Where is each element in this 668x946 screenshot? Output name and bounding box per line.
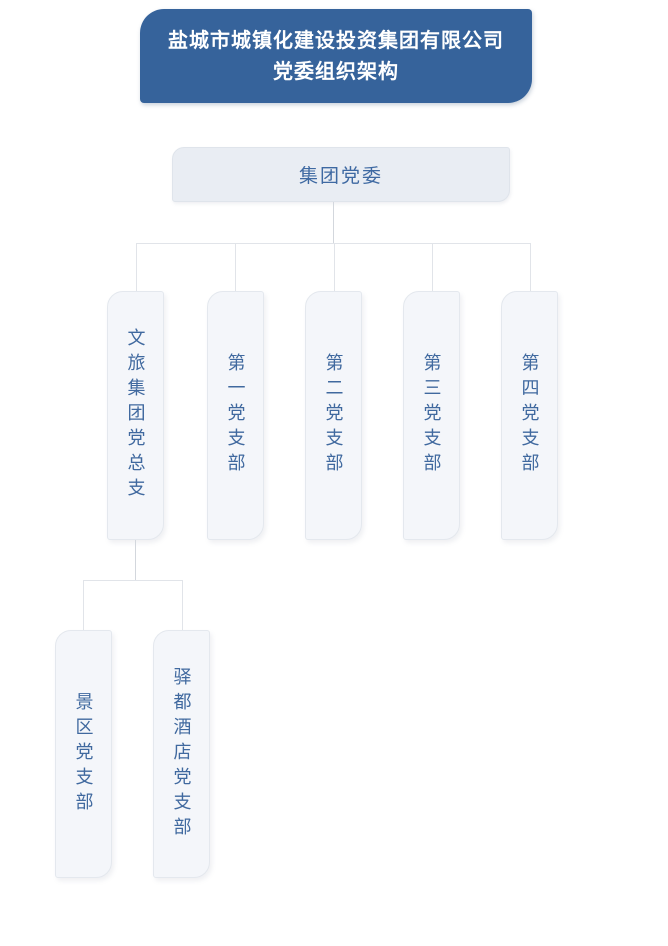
- connector-wenlv-stem: [135, 540, 136, 580]
- org-node-label: 文旅集团党总支: [125, 328, 146, 503]
- org-node-yidu-hotel: 驿都酒店党支部: [153, 630, 210, 878]
- connector-drop-6: [83, 580, 84, 630]
- org-node-label: 第三党支部: [421, 353, 442, 478]
- connector-root-stem: [333, 202, 334, 243]
- connector-level2-hline: [136, 243, 530, 244]
- org-node-branch-2: 第二党支部: [305, 291, 362, 540]
- org-node-label: 景区党支部: [73, 691, 94, 817]
- org-node-root-label: 集团党委: [298, 166, 383, 187]
- chart-title-line1: 盐城市城镇化建设投资集团有限公司: [168, 29, 504, 52]
- connector-drop-7: [182, 580, 183, 630]
- org-node-label: 第二党支部: [323, 353, 344, 478]
- chart-title-banner: 盐城市城镇化建设投资集团有限公司 党委组织架构: [140, 9, 532, 103]
- org-node-branch-3: 第三党支部: [403, 291, 460, 540]
- chart-title-line2: 党委组织架构: [273, 60, 399, 83]
- org-node-wenlv-zongzhi: 文旅集团党总支: [107, 291, 164, 540]
- org-node-jingqu: 景区党支部: [55, 630, 112, 878]
- org-node-label: 第一党支部: [225, 353, 246, 478]
- connector-level3-hline: [83, 580, 183, 581]
- connector-drop-1: [136, 243, 137, 291]
- org-node-branch-4: 第四党支部: [501, 291, 558, 540]
- connector-drop-5: [530, 243, 531, 291]
- connector-drop-2: [235, 243, 236, 291]
- connector-drop-3: [334, 243, 335, 291]
- org-node-root: 集团党委: [172, 147, 510, 202]
- connector-drop-4: [432, 243, 433, 291]
- org-node-label: 第四党支部: [519, 353, 540, 478]
- org-node-branch-1: 第一党支部: [207, 291, 264, 540]
- org-node-label: 驿都酒店党支部: [171, 666, 192, 842]
